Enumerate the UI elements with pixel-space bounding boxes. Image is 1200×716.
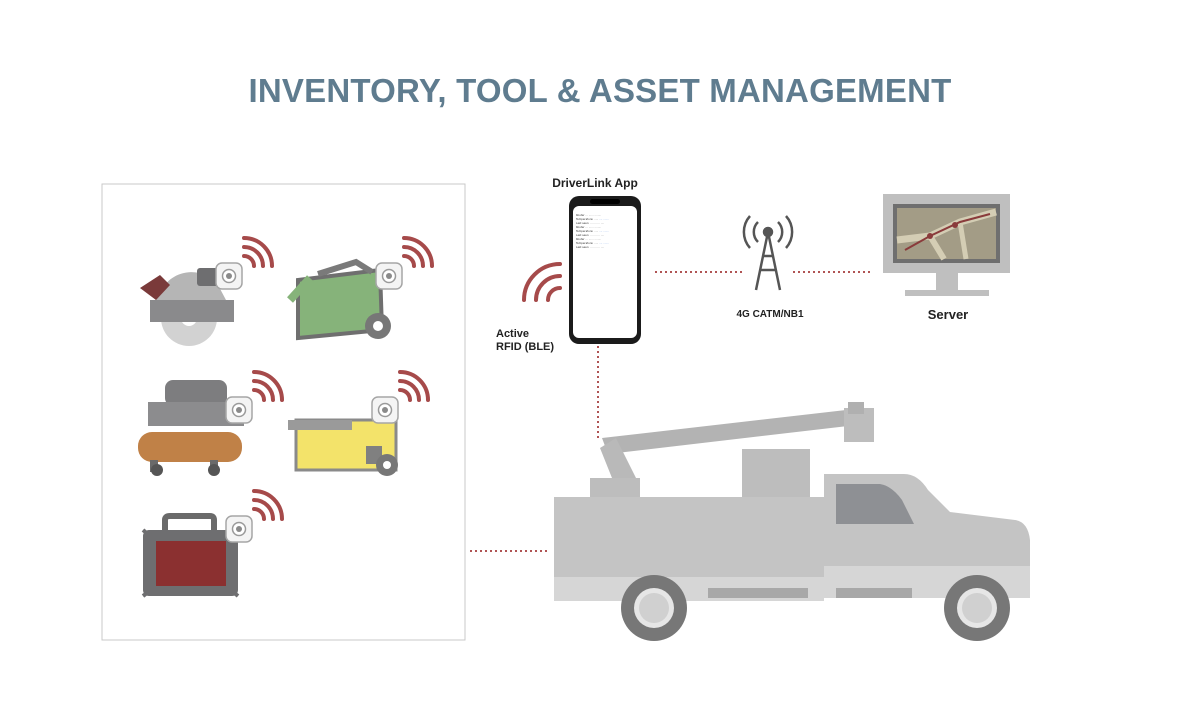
rfid-label-line-2: RFID (BLE) — [496, 341, 555, 353]
rfid-tag-icon — [225, 515, 253, 543]
phone-screen: Router ··· ······ ········ Temperature: … — [573, 206, 637, 338]
pressure-washer-icon — [288, 418, 398, 476]
network-label: 4G CATM/NB1 — [736, 309, 804, 320]
rfid-tag-icon — [375, 262, 403, 290]
phone-signal-icon — [522, 262, 562, 302]
generator-icon — [287, 258, 391, 341]
rfid-label: Active RFID (BLE) — [496, 328, 576, 354]
cell-tower-icon — [742, 215, 794, 291]
rfid-tag-icon — [371, 396, 399, 424]
rfid-tag-icon — [215, 262, 243, 290]
page-title: INVENTORY, TOOL & ASSET MANAGEMENT — [248, 72, 952, 109]
server-label: Server — [927, 307, 969, 322]
connection-lines — [470, 271, 870, 552]
bucket-truck-icon — [554, 402, 1030, 641]
rfid-tag-icon — [225, 396, 253, 424]
rfid-label-line-1: Active — [496, 328, 530, 340]
tool-case-icon — [141, 513, 240, 598]
monitor-icon — [883, 194, 1010, 296]
circular-saw-icon — [140, 268, 234, 346]
driverlink-app-label: DriverLink App — [552, 176, 638, 190]
